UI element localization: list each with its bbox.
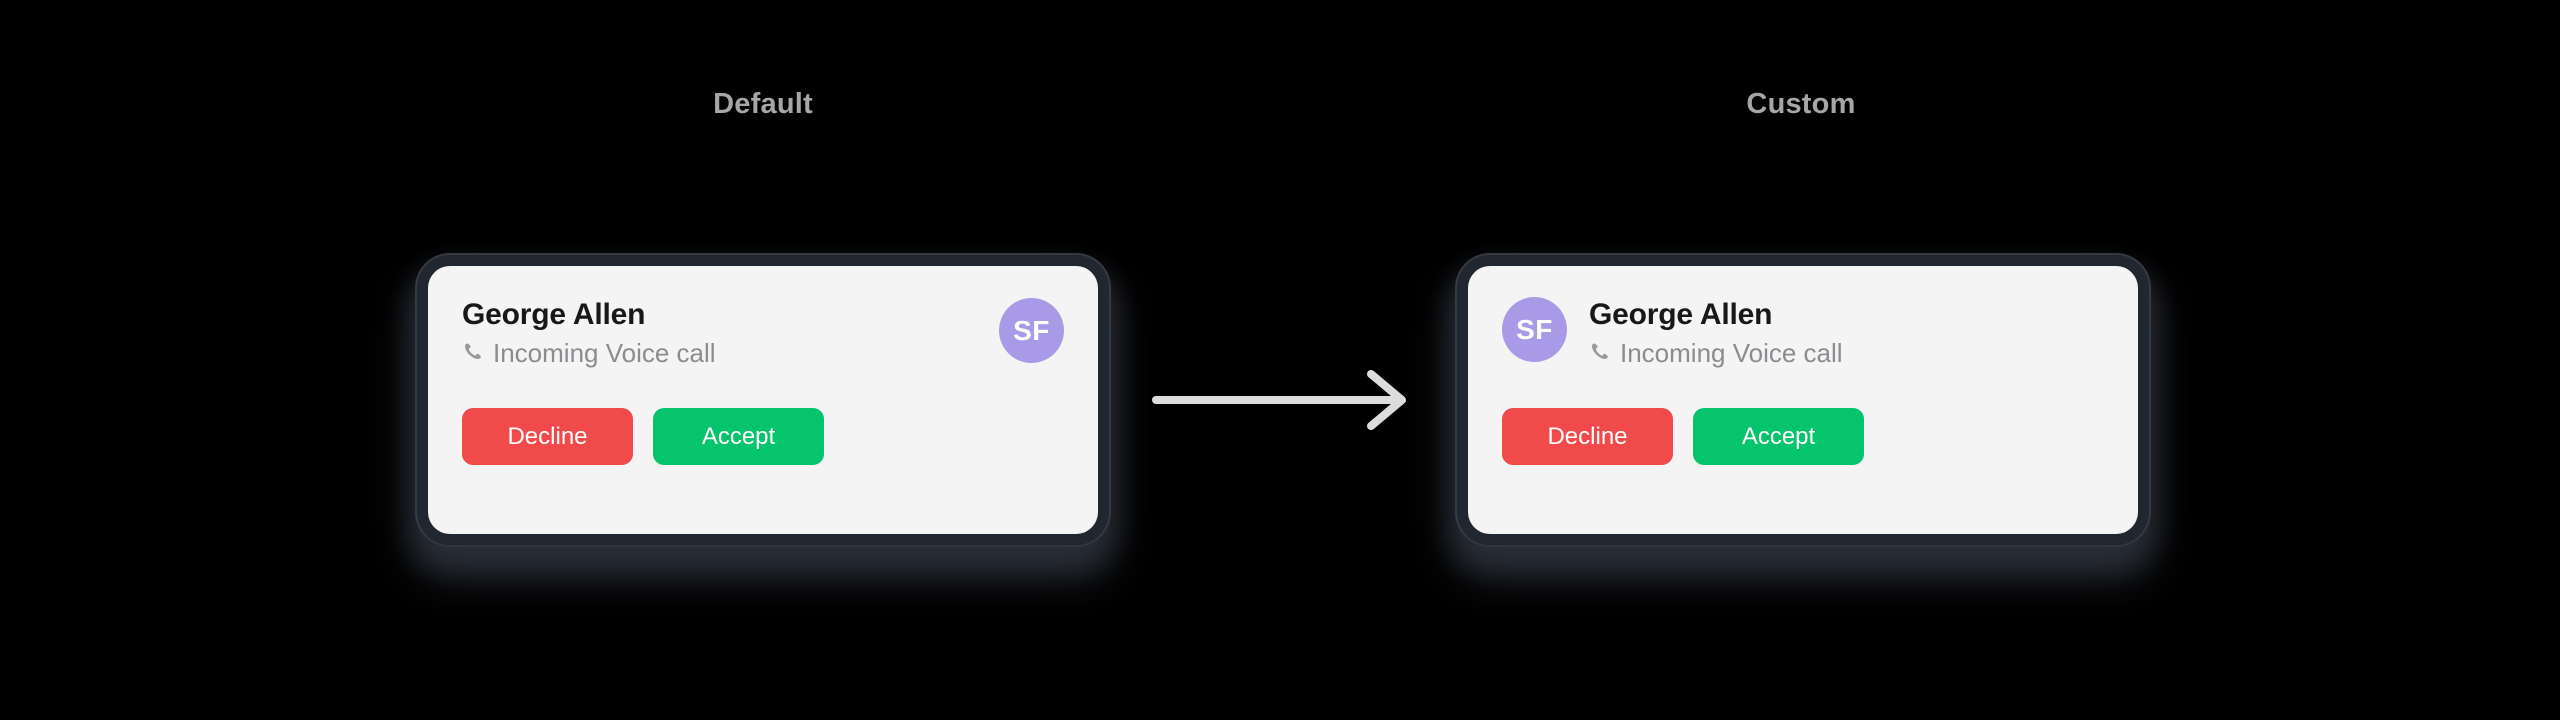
- avatar-initials: SF: [1013, 314, 1050, 346]
- card-header: SF George Allen Incoming Voice call: [1502, 296, 2104, 388]
- call-actions: Decline Accept: [1502, 408, 2104, 465]
- right-arrow-icon: [1152, 368, 1414, 432]
- caller-name: George Allen: [462, 298, 646, 331]
- call-status-line: Incoming Voice call: [1589, 338, 1843, 368]
- phone-handset-icon: [1589, 342, 1611, 364]
- call-status-text: Incoming Voice call: [1620, 338, 1843, 368]
- call-notification-card[interactable]: George Allen Incoming Voice call SF: [428, 266, 1098, 534]
- caller-name: George Allen: [1589, 298, 1773, 331]
- card-header: George Allen Incoming Voice call SF: [462, 296, 1064, 388]
- caller-identity-block: George Allen Incoming Voice call: [1589, 296, 1843, 368]
- column-caption-custom: Custom: [1746, 88, 1856, 120]
- call-notification-card[interactable]: SF George Allen Incoming Voice call: [1468, 266, 2138, 534]
- phone-handset-icon: [462, 342, 484, 364]
- call-status-line: Incoming Voice call: [462, 338, 716, 368]
- decline-button[interactable]: Decline: [1502, 408, 1673, 465]
- notification-card-custom: SF George Allen Incoming Voice call: [1468, 266, 2138, 534]
- caller-identity-block: George Allen Incoming Voice call: [462, 296, 716, 368]
- accept-button[interactable]: Accept: [653, 408, 824, 465]
- call-actions: Decline Accept: [462, 408, 1064, 465]
- avatar-initials: SF: [1516, 313, 1553, 345]
- notification-card-default: George Allen Incoming Voice call SF: [428, 266, 1098, 534]
- avatar: SF: [999, 298, 1064, 363]
- decline-button[interactable]: Decline: [462, 408, 633, 465]
- accept-button[interactable]: Accept: [1693, 408, 1864, 465]
- column-caption-default: Default: [713, 88, 813, 120]
- avatar: SF: [1502, 297, 1567, 362]
- call-status-text: Incoming Voice call: [493, 338, 716, 368]
